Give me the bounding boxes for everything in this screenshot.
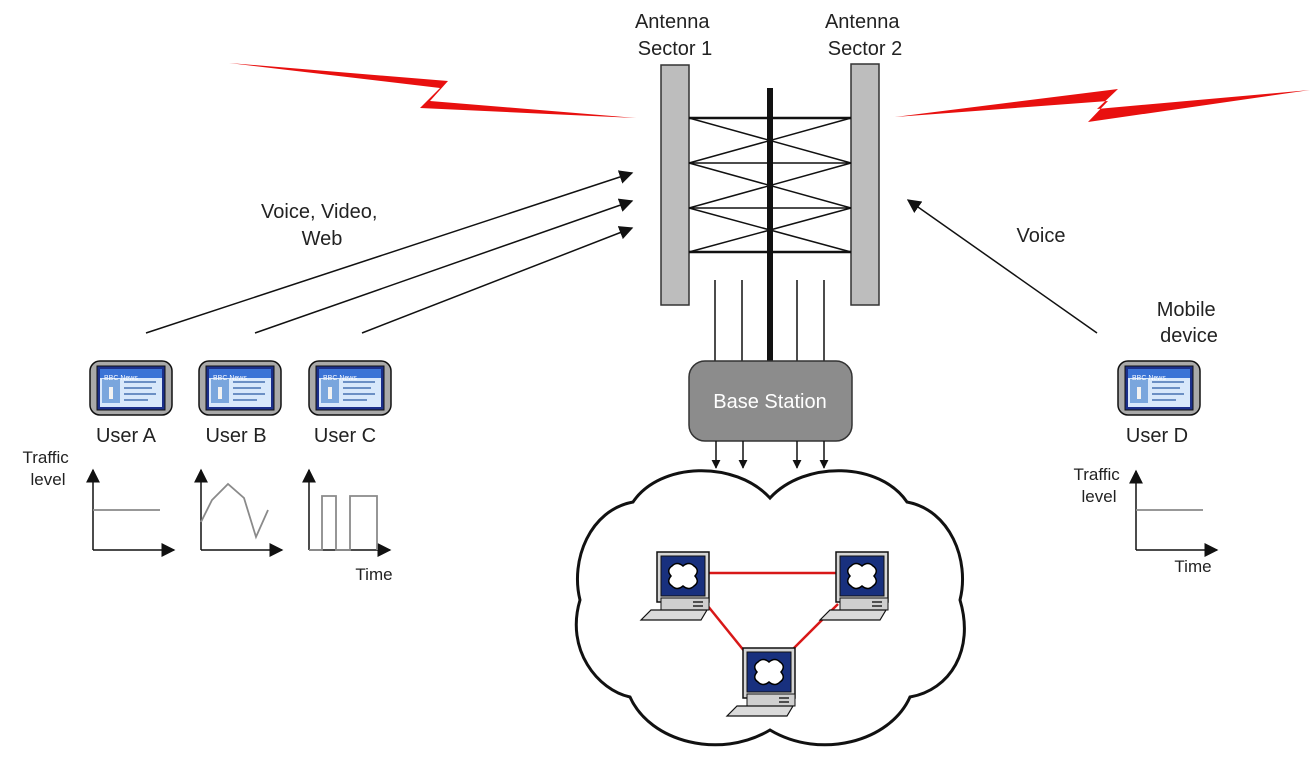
antenna-sector-1-panel: [660, 64, 690, 306]
traffic-curves: [93, 482, 1203, 551]
user-a-label: User A: [96, 425, 157, 447]
wireless-signal-right: [895, 89, 1310, 122]
user-c-device: BBC News: [308, 360, 392, 416]
flow-label-left: Voice, Video, Web: [261, 201, 383, 250]
flow-label-right: Voice: [1017, 225, 1066, 247]
traffic-curve-user-b: [200, 482, 269, 540]
time-axis-label-right: Time: [1174, 557, 1211, 576]
user-a-screen-title: BBC News: [104, 375, 138, 382]
user-d-label: User D: [1126, 425, 1188, 447]
user-b-screen-title: BBC News: [213, 375, 247, 382]
user-d-device: BBC News: [1117, 360, 1201, 416]
user-d-screen-title: BBC News: [1132, 375, 1166, 382]
traffic-level-label-right: Traffic level: [1073, 465, 1124, 506]
antenna-sector-2-label: Antenna Sector 2: [825, 11, 905, 60]
base-station-label: Base Station: [713, 391, 826, 413]
user-b-device: BBC News: [198, 360, 282, 416]
antenna-sector-1-label: Antenna Sector 1: [635, 11, 715, 60]
user-a-device: BBC News: [89, 360, 173, 416]
wireless-signal-left: [229, 63, 636, 118]
traffic-axes: [86, 468, 1219, 557]
base-station-output-arrows: [711, 441, 829, 469]
antenna-sector-2-panel: [850, 63, 880, 306]
mobile-device-label: Mobile device: [1157, 299, 1221, 347]
base-station: [688, 360, 853, 442]
uplink-arrows: [145, 170, 1098, 334]
time-axis-label-left: Time: [355, 565, 392, 584]
user-c-label: User C: [314, 425, 376, 447]
traffic-level-label-left: Traffic level: [22, 448, 73, 489]
user-b-label: User B: [205, 425, 266, 447]
user-c-screen-title: BBC News: [323, 375, 357, 382]
core-network-cloud: [574, 469, 966, 747]
traffic-curve-user-c: [309, 495, 378, 551]
cell-tower: [660, 63, 880, 362]
